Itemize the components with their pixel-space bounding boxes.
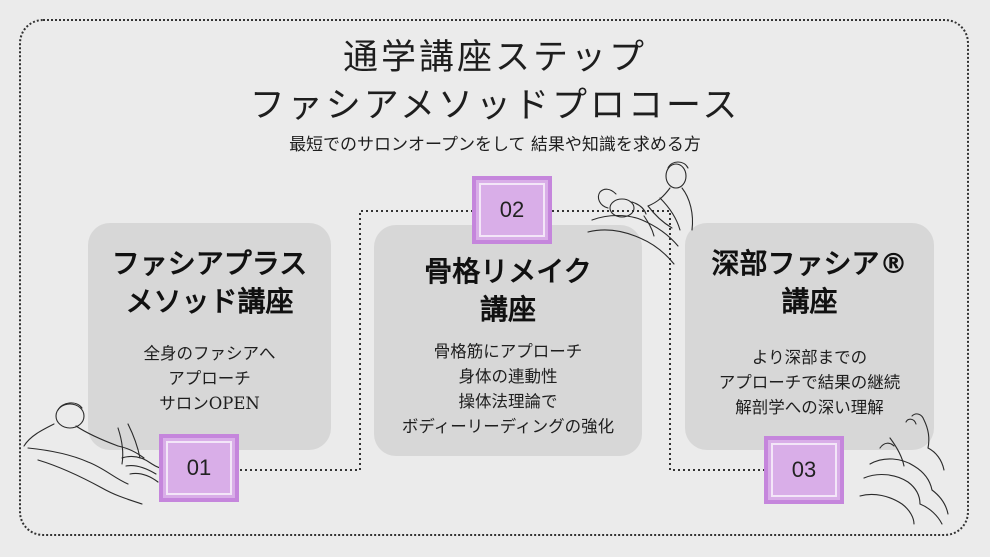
step-badge-03: 03 — [764, 436, 844, 504]
step-2-title-line2: 講座 — [479, 293, 536, 326]
step-1-body: 全身のファシアへ アプローチ サロンOPEN — [88, 341, 331, 416]
step-3-body-line2: アプローチで結果の継続 — [718, 373, 901, 392]
step-2-number: 02 — [499, 197, 525, 222]
step-1-title-line2: メソッド講座 — [125, 285, 294, 318]
page-title-line1: 通学講座ステップ — [342, 38, 647, 78]
step-2-body-line2: 身体の連動性 — [458, 367, 558, 386]
step-3-title: 深部ファシア® 講座 — [685, 245, 934, 321]
step-card-3: 深部ファシア® 講座 より深部までの アプローチで結果の継続 解剖学への深い理解 — [685, 223, 934, 450]
step-1-body-line1: 全身のファシアへ — [143, 344, 276, 363]
step-2-title: 骨格リメイク 講座 — [374, 253, 642, 329]
step-1-title: ファシアプラス メソッド講座 — [88, 245, 331, 321]
step-2-title-line1: 骨格リメイク — [424, 255, 592, 288]
step-1-body-line3: サロンOPEN — [159, 394, 260, 413]
step-badge-01: 01 — [159, 434, 239, 502]
step-1-number: 01 — [186, 455, 212, 480]
step-3-number: 03 — [791, 457, 817, 482]
step-2-body: 骨格筋にアプローチ 身体の連動性 操体法理論で ボディーリーディングの強化 — [374, 339, 642, 439]
step-1-body-line2: アプローチ — [168, 369, 251, 388]
step-2-body-line1: 骨格筋にアプローチ — [433, 342, 583, 361]
step-2-body-line3: 操体法理論で — [458, 392, 558, 411]
step-badge-02: 02 — [472, 176, 552, 244]
page-title-line2: ファシアメソッドプロコース — [249, 86, 741, 126]
step-3-title-line2: 講座 — [781, 285, 838, 318]
page-subtitle: 最短でのサロンオープンをして 結果や知識を求める方 — [289, 135, 701, 155]
dotted-frame — [19, 19, 969, 536]
step-card-2: 骨格リメイク 講座 骨格筋にアプローチ 身体の連動性 操体法理論で ボディーリー… — [374, 225, 642, 456]
step-3-title-line1: 深部ファシア® — [711, 247, 908, 280]
step-card-1: ファシアプラス メソッド講座 全身のファシアへ アプローチ サロンOPEN — [88, 223, 331, 450]
step-1-title-line1: ファシアプラス — [111, 247, 308, 280]
step-3-body: より深部までの アプローチで結果の継続 解剖学への深い理解 — [685, 345, 934, 420]
step-2-body-line4: ボディーリーディングの強化 — [401, 417, 615, 436]
step-3-body-line3: 解剖学への深い理解 — [735, 398, 884, 417]
step-3-body-line1: より深部までの — [751, 348, 868, 367]
